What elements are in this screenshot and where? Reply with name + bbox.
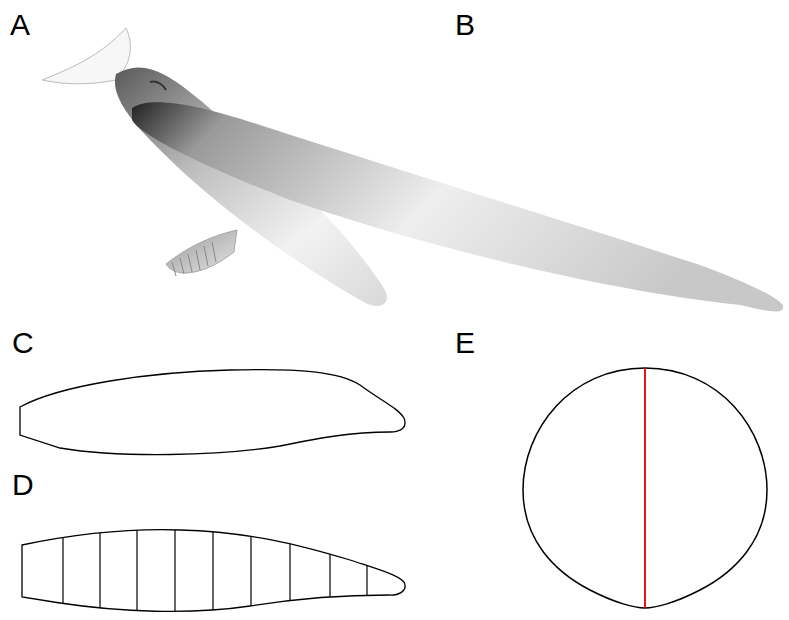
- segment-line: [99, 520, 100, 620]
- cross-section-e: [523, 368, 767, 608]
- panel-letter: E: [455, 328, 475, 358]
- segment-line: [366, 520, 367, 620]
- segment-line: [289, 520, 290, 620]
- body-outline-c: [20, 370, 405, 455]
- panel-letter: C: [12, 328, 34, 358]
- panel-letter: D: [12, 470, 34, 500]
- segment-line: [136, 520, 137, 620]
- panel-letter: B: [455, 10, 475, 40]
- panel-letter: A: [10, 10, 30, 40]
- segment-line: [212, 520, 213, 620]
- segment-line: [62, 520, 63, 620]
- segment-line: [329, 520, 330, 620]
- segmented-outline-d: [22, 520, 405, 620]
- segment-line: [174, 520, 175, 620]
- segment-line: [250, 520, 251, 620]
- whale-body-render-b: [132, 102, 783, 311]
